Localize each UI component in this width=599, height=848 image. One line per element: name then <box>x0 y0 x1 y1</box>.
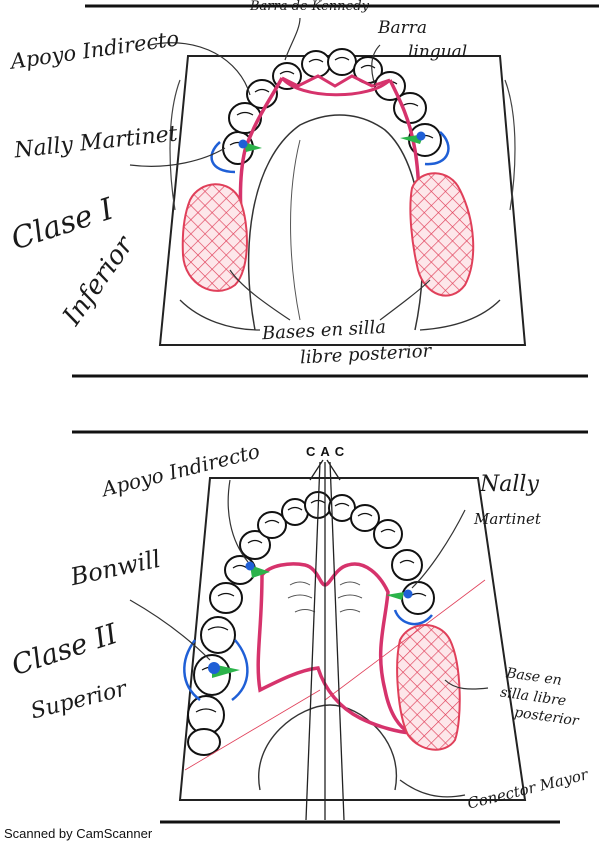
rest-point-upper-left <box>245 561 255 571</box>
bottom-panel <box>72 430 588 824</box>
major-connector <box>256 562 411 735</box>
model-outline-upper <box>178 477 527 801</box>
tongue-outline <box>247 114 424 331</box>
model-outline <box>158 55 527 346</box>
rest-point-right <box>416 131 426 141</box>
survey-line-1 <box>324 579 486 701</box>
rest-point-upper-right <box>403 589 413 599</box>
tooth <box>257 511 287 539</box>
tooth <box>327 48 357 76</box>
tooth <box>228 102 262 134</box>
bonwill-clasp-right <box>231 639 249 701</box>
survey-line-2 <box>184 689 321 771</box>
rest-point-left <box>238 139 248 149</box>
leader-bases-left <box>229 269 291 321</box>
label-lingual: lingual <box>408 42 468 62</box>
label-name-bottom-2: Martinet <box>474 510 541 528</box>
label-cac: CAC <box>306 444 350 459</box>
tooth <box>350 504 380 532</box>
tongue-line <box>290 139 301 321</box>
label-barra: Barra <box>378 18 428 38</box>
saddle-base-upper <box>396 624 461 751</box>
label-name-bottom-1: Nally <box>480 472 539 497</box>
tooth <box>281 498 309 526</box>
upper-teeth <box>187 491 435 756</box>
leader-apoyo-upper <box>227 479 249 563</box>
bonwill-point <box>208 662 220 674</box>
rest-upper-left <box>250 565 270 578</box>
palatal-rugae <box>287 581 363 613</box>
label-barra-kennedy: Barra de Kennedy <box>250 0 369 14</box>
saddle-base-left <box>181 183 248 292</box>
lingual-bar-front <box>280 76 392 97</box>
palate-vault <box>258 704 398 791</box>
clasp-upper-right <box>393 609 433 626</box>
tooth <box>391 549 423 581</box>
tooth <box>187 728 221 756</box>
tooth <box>200 616 236 654</box>
leader-conector <box>399 779 466 798</box>
vestibule-line-right <box>504 79 516 211</box>
cac-line-1 <box>305 461 321 821</box>
leader-base <box>444 679 489 690</box>
leader-bonwill <box>129 599 211 661</box>
cac-arrows <box>309 459 341 481</box>
scanner-watermark: Scanned by CamScanner <box>4 826 153 841</box>
clasp-left <box>210 141 236 174</box>
tooth <box>239 530 271 560</box>
rest-left <box>244 142 262 152</box>
leader-apoyo <box>149 42 251 96</box>
top-panel <box>72 4 599 378</box>
leader-lingual <box>371 44 381 86</box>
ridge-right <box>419 299 501 331</box>
tooth-details <box>229 56 434 146</box>
vestibule-line-left <box>169 79 181 211</box>
kennedy-bar <box>281 74 391 88</box>
tooth <box>301 50 331 78</box>
tooth <box>373 519 403 549</box>
rest-upper-right <box>386 592 404 600</box>
leader-kennedy <box>284 17 301 61</box>
bonwill-clasp-left <box>183 639 201 701</box>
saddle-base-right <box>409 172 475 297</box>
cac-line-3 <box>329 461 345 821</box>
leader-name-upper <box>411 509 466 589</box>
leader-bases-right <box>379 279 431 321</box>
ridge-left <box>179 299 261 331</box>
clasp-right <box>424 131 450 166</box>
tooth <box>209 582 243 614</box>
leader-name <box>129 147 226 167</box>
